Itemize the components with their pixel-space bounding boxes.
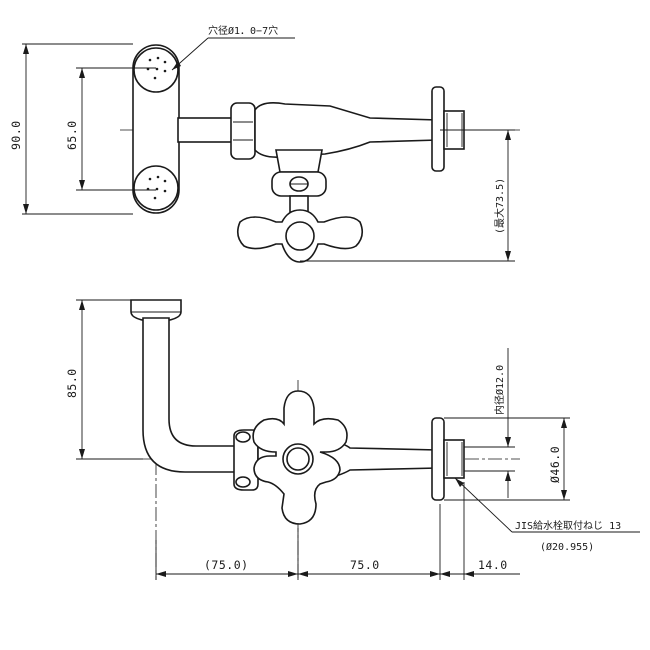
top-pipe (177, 117, 237, 143)
front-handle-screw (286, 447, 310, 471)
lower-nozzle (133, 165, 179, 211)
upper-nozzle (133, 47, 179, 93)
jis-diameter-label: (Ø20.955) (540, 541, 594, 553)
top-cross-handle (236, 209, 364, 263)
top-nut (230, 102, 256, 160)
top-view: 90.0 65.0 穴径Ø1．0−7穴 (最大73.5) (9, 24, 520, 263)
hole-label: 穴径Ø1．0−7穴 (208, 24, 278, 37)
upper-nozzle-holes (146, 56, 167, 80)
dim-height-total: 90.0 (9, 120, 23, 150)
top-flange (431, 86, 445, 172)
front-nut (233, 429, 259, 491)
shower-head-side (132, 44, 180, 214)
dim-height-spacing: 65.0 (65, 120, 79, 150)
dim-length-left: (75.0) (204, 558, 249, 572)
top-handle-cap (285, 221, 315, 251)
dim-length-right: 75.0 (350, 558, 380, 572)
dim-length-end: 14.0 (478, 558, 508, 572)
top-stem-neck (275, 149, 323, 173)
jis-thread-label: JIS給水栓取付ねじ 13 (515, 519, 621, 532)
dim-riser-height: 85.0 (65, 368, 79, 398)
top-body (254, 102, 439, 158)
front-riser-pipe (142, 317, 241, 473)
lower-nozzle-holes (146, 175, 167, 200)
dim-inner-diameter: 内径Ø12.0 (493, 365, 506, 415)
front-flange (431, 417, 445, 501)
front-cross-handle (252, 390, 348, 525)
front-thread (443, 439, 465, 479)
dim-max-height: (最大73.5) (493, 178, 506, 234)
front-handle-hub (282, 443, 314, 475)
dim-flange-diameter: Ø46.0 (548, 446, 562, 483)
front-view: 85.0 内径Ø12.0 Ø46.0 JIS給水栓取付ねじ 13 (Ø20.95… (65, 299, 640, 580)
